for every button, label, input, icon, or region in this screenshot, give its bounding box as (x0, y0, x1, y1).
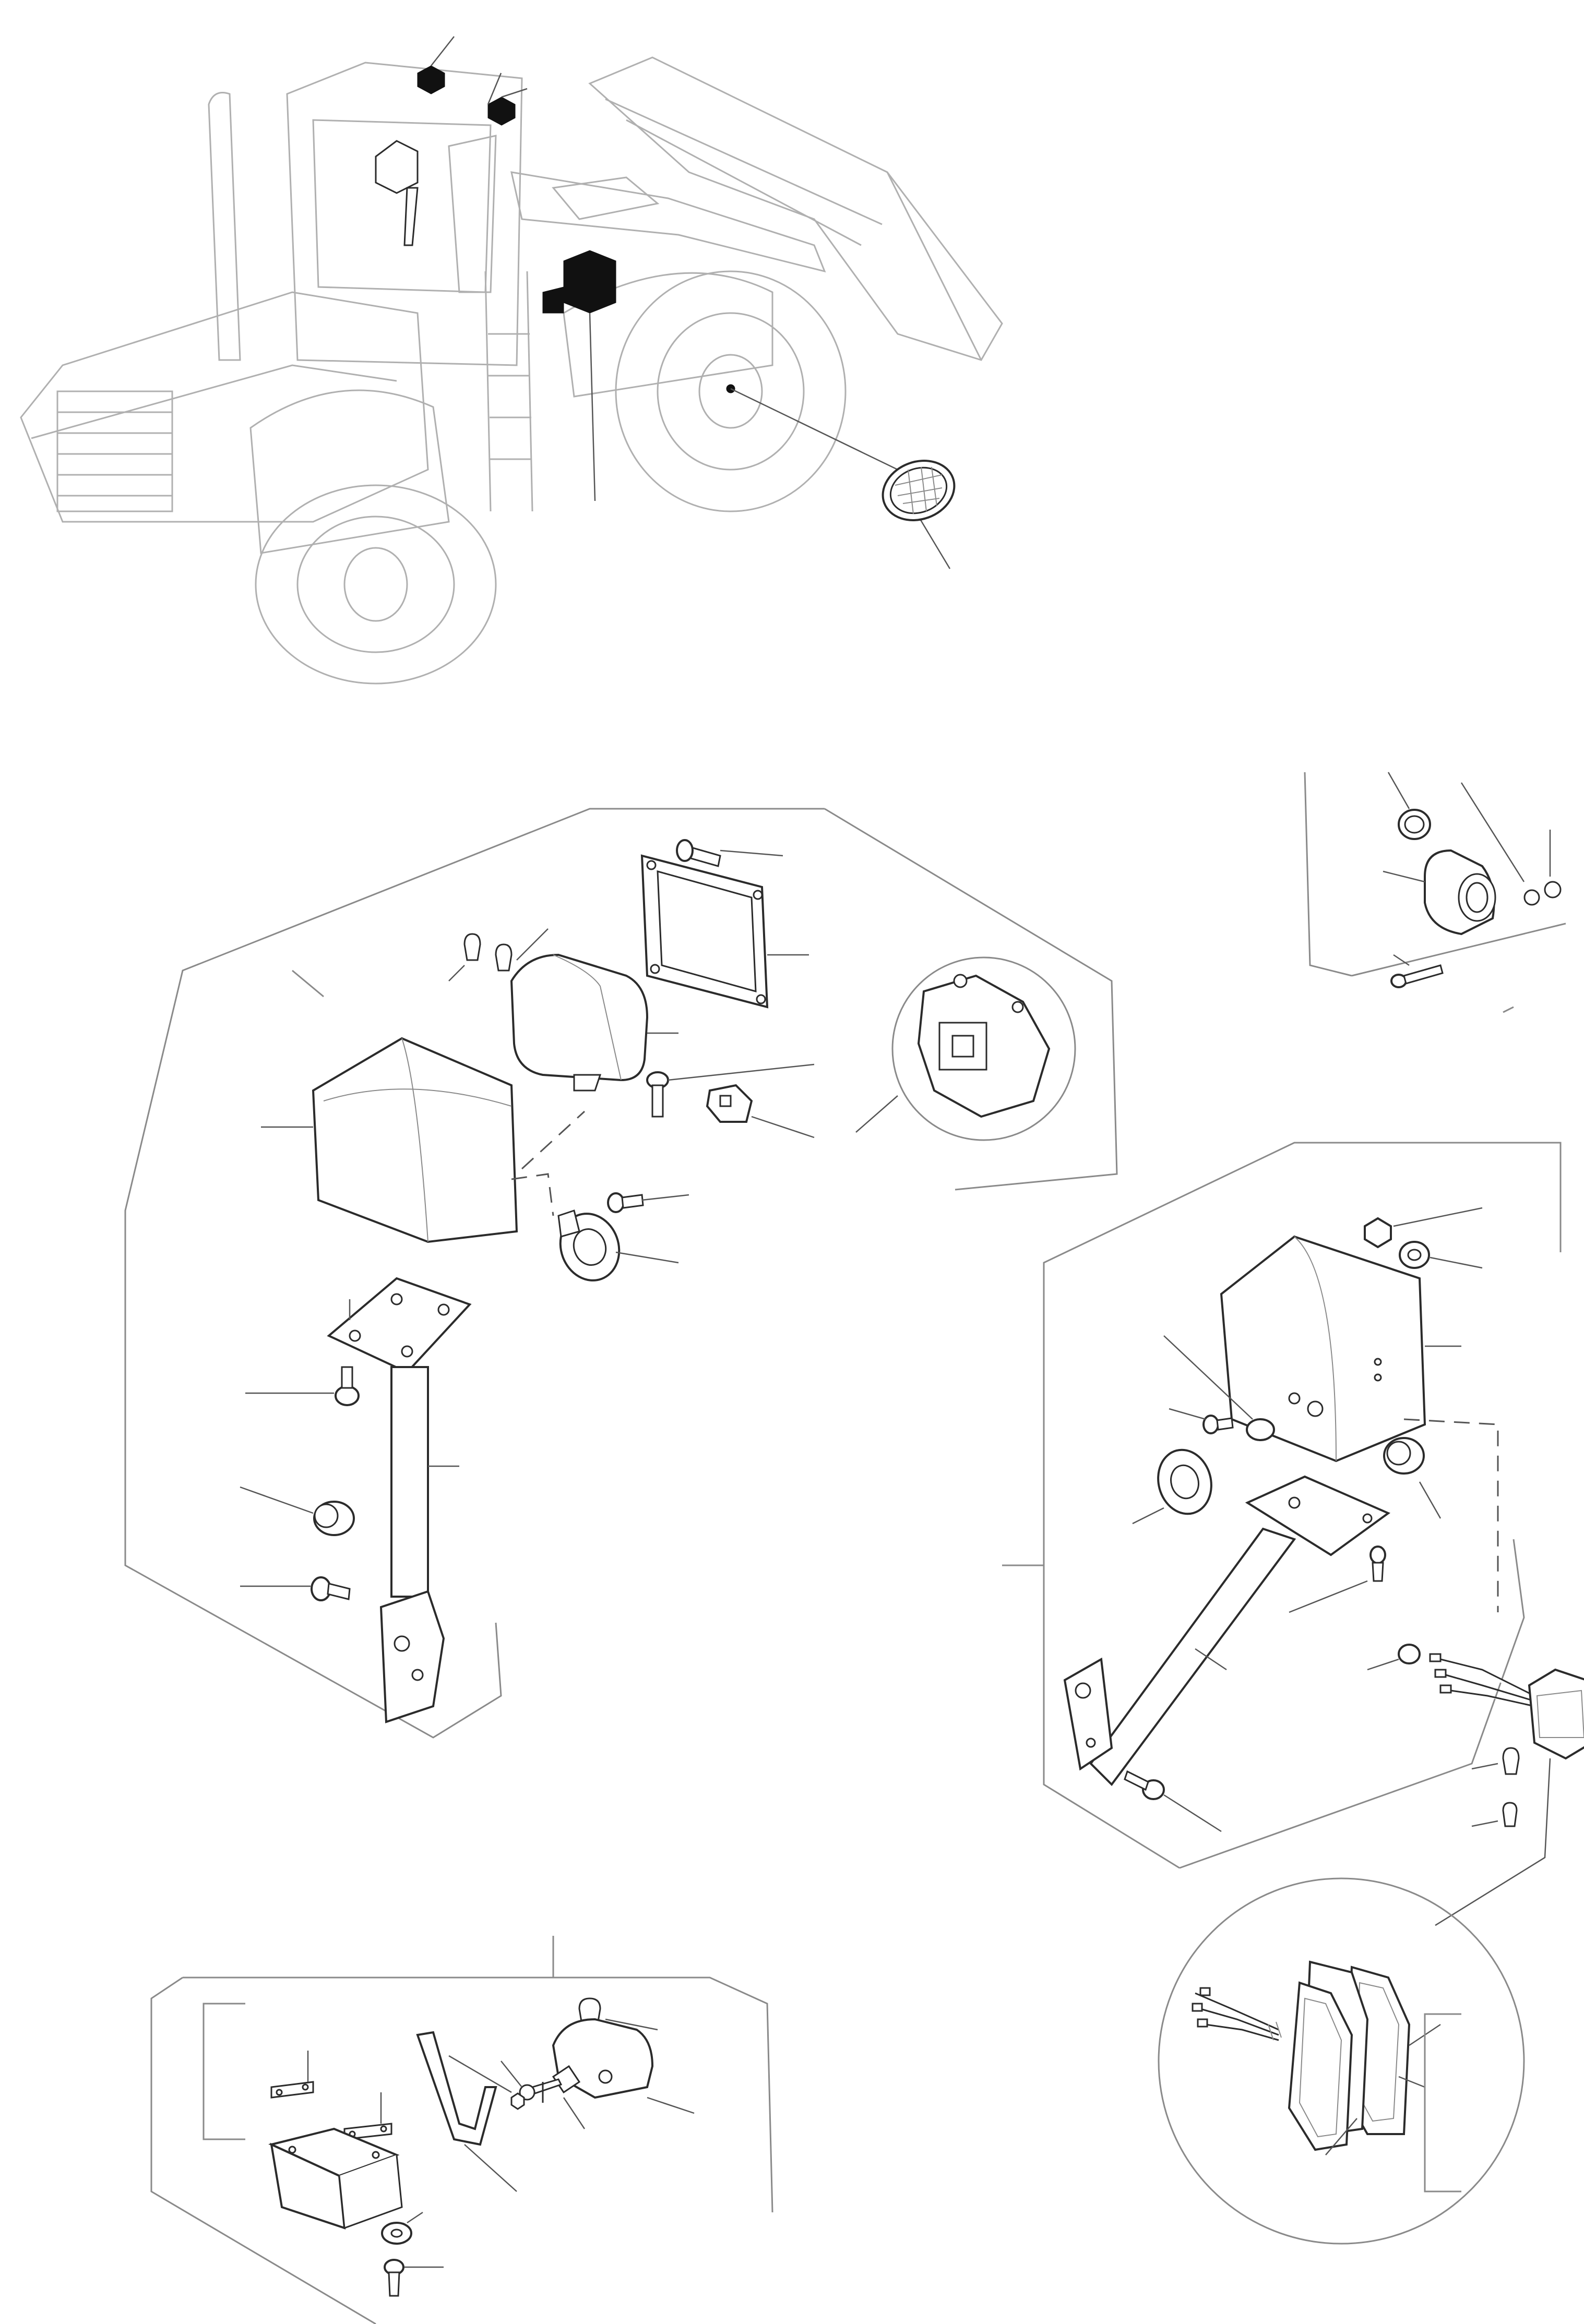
rear-grommet (1383, 1437, 1425, 1475)
horn-bolt (607, 1192, 644, 1213)
plate-bolt (384, 2259, 404, 2297)
work-lamp-marker (375, 140, 419, 194)
lamp-housing-small (510, 953, 649, 1092)
group-outline (124, 808, 1118, 1739)
lamp-stud (531, 2065, 581, 2103)
rear-bracket-bolt (1369, 1546, 1386, 1582)
detail-circle (1158, 1877, 1525, 2245)
plate-washer (381, 2222, 412, 2245)
grommet (313, 1501, 355, 1536)
housing-bolt (646, 1071, 669, 1118)
rear-mount-bolt (1124, 1770, 1165, 1800)
rear-horn-bolt (1202, 1415, 1234, 1434)
socket-washer (1523, 881, 1562, 906)
lamp-housing-large (312, 1037, 518, 1243)
bracket-bolt-upper (335, 1366, 360, 1406)
lens-detail (1158, 1877, 1525, 2245)
group-outline (1304, 772, 1566, 1013)
group-outline (150, 1976, 773, 2324)
u-bracket (416, 2031, 497, 2146)
plate-lamp-assembly (150, 1936, 773, 2324)
lamp-switch (706, 1084, 753, 1123)
plate-lamp-housing (552, 2018, 654, 2099)
plate-strap-left (270, 2081, 314, 2099)
headlamp-assembly (124, 808, 1118, 1739)
plate-bulb (578, 1997, 601, 2026)
wire-harness (1429, 1653, 1535, 1707)
machine-overview (20, 36, 1003, 685)
cab-lamp-marker-right (487, 97, 516, 126)
rear-lamp-assembly (1002, 1142, 1584, 1926)
rear-lamp-marker (563, 250, 616, 314)
lamp-bracket (327, 1277, 472, 1723)
rear-grommet-small (1246, 1418, 1275, 1441)
horn (557, 1209, 621, 1281)
rear-horn (1157, 1448, 1212, 1515)
bracket-bolt-lower (311, 1576, 351, 1601)
cable-grommet (1398, 1644, 1421, 1664)
side-lamp-bulbs (1502, 1747, 1520, 1827)
rear-nut (1364, 1217, 1392, 1249)
switch-detail (891, 956, 1076, 1141)
trailer-socket (1424, 849, 1496, 936)
frame-bolt (676, 839, 721, 867)
detail-wires (1192, 1987, 1282, 2041)
bulb-pair (463, 933, 513, 972)
reflector (882, 460, 956, 521)
socket-assembly (1304, 772, 1566, 1013)
side-lamp (1528, 1668, 1584, 1760)
socket-screw (1390, 964, 1444, 988)
lamp-frame (640, 854, 769, 1009)
wheel-loader-outline (20, 56, 1003, 685)
rear-washer (1399, 1241, 1430, 1269)
plate-bracket (268, 2127, 403, 2230)
socket-cap (1398, 809, 1431, 840)
lens-front (1288, 1981, 1353, 2151)
nut-washer (510, 2084, 535, 2110)
rear-bracket (1063, 1475, 1390, 1787)
